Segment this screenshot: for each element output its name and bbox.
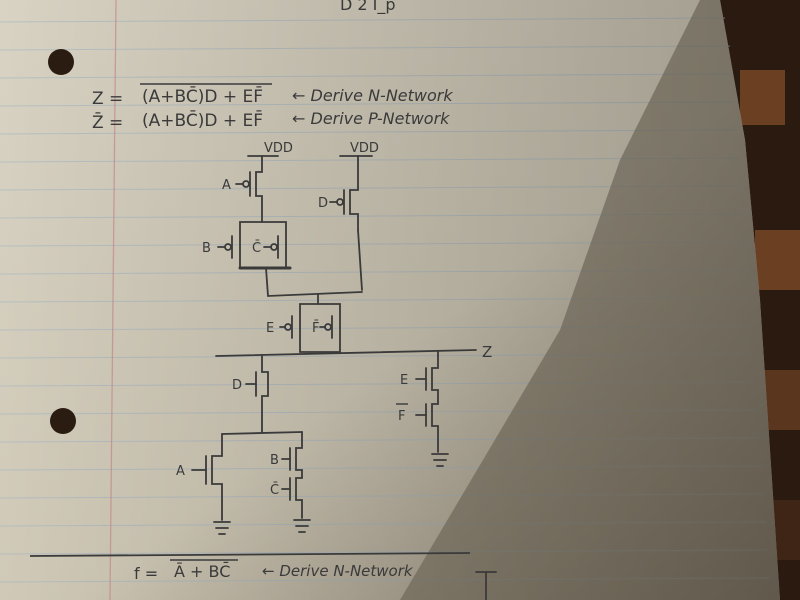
top-scribble: D 2 I_p bbox=[340, 0, 396, 15]
notebook-paper bbox=[0, 0, 780, 600]
divider-line bbox=[29, 552, 471, 557]
pmos-join-wire bbox=[265, 267, 363, 297]
bottom-comment: ← Derive N-Network bbox=[262, 562, 414, 580]
bottom-rhs: Ā + BC̄ bbox=[174, 562, 230, 581]
label-fbar-mid: F̄ bbox=[312, 321, 319, 336]
label-b-top: B bbox=[202, 241, 211, 256]
label-vdd-right: VDD bbox=[350, 141, 379, 156]
label-cbar-top: C̄ bbox=[252, 241, 261, 256]
bottom-lhs: f = bbox=[134, 564, 158, 583]
ground-symbol-ef bbox=[431, 453, 449, 467]
label-d-top: D bbox=[318, 196, 328, 211]
eq1-lhs: Z = bbox=[92, 89, 123, 109]
eq2-rhs: (A+BC̄)D + EF̄ bbox=[142, 109, 263, 131]
pmos-ef-branch bbox=[299, 303, 341, 353]
label-d-low: D bbox=[232, 378, 242, 393]
label-e-mid: E bbox=[266, 321, 274, 336]
circuit-labels: VDD VDD A B C̄ D E F̄ Z D E F A B C̄ bbox=[176, 141, 492, 498]
label-f-low: F bbox=[398, 409, 405, 424]
cmos-circuit bbox=[191, 155, 497, 600]
label-e-low: E bbox=[400, 373, 408, 388]
equation-2: Z̄ = (A+BC̄)D + EF̄ ← Derive P-Network bbox=[92, 109, 450, 133]
pmos-d-channel bbox=[349, 155, 359, 231]
eq1-comment: ← Derive N-Network bbox=[292, 86, 453, 105]
eq2-comment: ← Derive P-Network bbox=[292, 109, 450, 128]
nmos-ef-channel bbox=[431, 351, 439, 453]
label-output: Z bbox=[482, 343, 492, 361]
label-a-low: A bbox=[176, 464, 185, 479]
label-b-low: B bbox=[270, 453, 279, 468]
eq1-rhs: (A+BC̄)D + EF̄ bbox=[142, 85, 263, 107]
eq2-lhs: Z̄ = bbox=[92, 111, 123, 133]
binder-hole-bottom bbox=[50, 408, 76, 434]
nmos-d-channel bbox=[261, 355, 269, 433]
ground-symbol-a bbox=[213, 521, 231, 535]
output-node-line bbox=[215, 349, 477, 357]
label-a-top: A bbox=[222, 178, 231, 193]
label-cbar-low: C̄ bbox=[270, 483, 279, 498]
binder-hole-top bbox=[48, 49, 74, 75]
ground-symbol-bc bbox=[293, 519, 311, 533]
equation-bottom: f = Ā + BC̄ ← Derive N-Network bbox=[134, 559, 414, 583]
pmos-a-channel bbox=[255, 155, 263, 223]
nmos-split-wire bbox=[221, 431, 303, 435]
equation-1: Z = (A+BC̄)D + EF̄ ← Derive N-Network bbox=[92, 83, 453, 109]
label-vdd-left: VDD bbox=[264, 141, 293, 156]
